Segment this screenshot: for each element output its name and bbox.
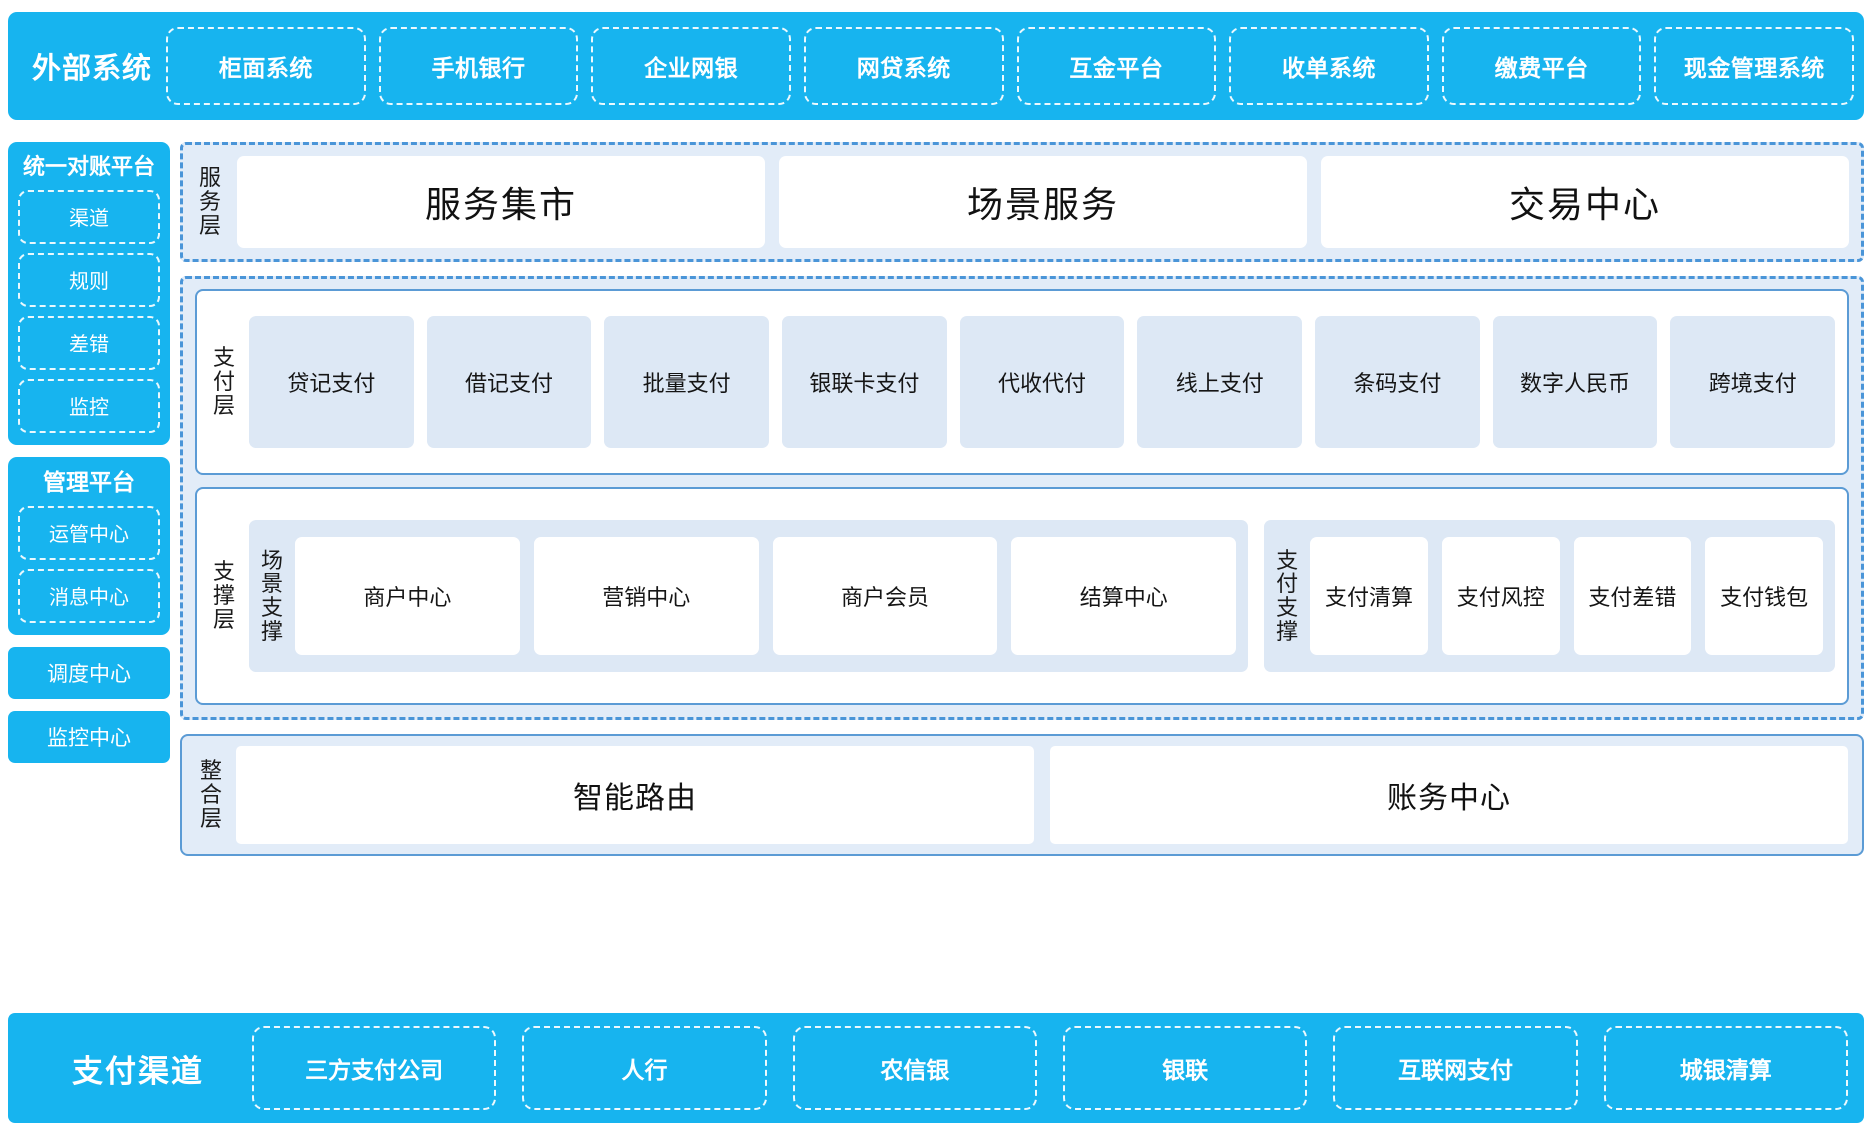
service-layer-list: 服务集市 场景服务 交易中心 — [237, 156, 1849, 248]
external-systems-title: 外部系统 — [31, 53, 152, 85]
payment-item-collection-payment[interactable]: 代收代付 — [959, 316, 1125, 448]
support-item-payment-risk-control[interactable]: 支付风控 — [1441, 537, 1560, 655]
integration-layer-list: 智能路由 账务中心 — [236, 746, 1848, 844]
payment-layer-label-char: 付 — [212, 369, 235, 395]
scenario-support-label-char: 景 — [260, 571, 283, 597]
scheduling-center-block[interactable]: 调度中心 — [8, 646, 170, 699]
payment-item-digital-rmb[interactable]: 数字人民币 — [1492, 316, 1658, 448]
external-system-item[interactable]: 收单系统 — [1229, 27, 1429, 105]
service-item-transaction-center[interactable]: 交易中心 — [1321, 156, 1849, 248]
payment-channels-bar: 支付渠道 三方支付公司 人行 农信银 银联 互联网支付 城银清算 — [8, 1013, 1864, 1123]
integration-layer-label-char: 层 — [199, 805, 222, 831]
integration-item-smart-routing[interactable]: 智能路由 — [236, 746, 1034, 844]
support-item-payment-error[interactable]: 支付差错 — [1573, 537, 1692, 655]
management-item-operations-center[interactable]: 运管中心 — [18, 505, 160, 560]
support-layer-label-char: 撑 — [212, 583, 235, 609]
payment-support-label-char: 撑 — [1276, 618, 1299, 644]
integration-layer-label-char: 整 — [199, 758, 222, 784]
payment-item-barcode[interactable]: 条码支付 — [1315, 316, 1480, 448]
payment-support-label: 支 付 支 撑 — [1272, 547, 1302, 644]
payment-item-cross-border[interactable]: 跨境支付 — [1670, 316, 1836, 448]
reconciliation-platform-panel: 统一对账平台 渠道 规则 差错 监控 — [8, 142, 170, 445]
support-item-marketing-center[interactable]: 营销中心 — [533, 537, 759, 655]
scenario-support-label-char: 场 — [260, 547, 283, 573]
integration-item-accounting-center[interactable]: 账务中心 — [1050, 746, 1848, 844]
scenario-support-group: 场 景 支 撑 商户中心 营销中心 商户会员 结算中心 — [249, 520, 1249, 672]
management-item-message-center[interactable]: 消息中心 — [18, 568, 160, 623]
integration-layer-label: 整 合 层 — [196, 759, 226, 830]
support-layer-label-char: 层 — [212, 606, 235, 632]
payment-layer-label-char: 层 — [212, 392, 235, 418]
integration-layer-panel: 整 合 层 智能路由 账务中心 — [180, 734, 1864, 856]
external-systems-bar: 外部系统 柜面系统 手机银行 企业网银 网贷系统 互金平台 收单系统 缴费平台 … — [8, 12, 1864, 120]
reconciliation-item-channel[interactable]: 渠道 — [18, 189, 160, 244]
external-system-item[interactable]: 手机银行 — [378, 27, 579, 105]
scenario-support-label-char: 撑 — [260, 618, 283, 644]
payment-channels-list: 三方支付公司 人行 农信银 银联 互联网支付 城银清算 — [252, 1026, 1848, 1110]
support-layer-label-char: 支 — [212, 559, 235, 585]
external-system-item[interactable]: 缴费平台 — [1441, 27, 1642, 105]
scenario-support-label-char: 支 — [260, 595, 283, 620]
payment-support-label-char: 支 — [1276, 547, 1299, 573]
reconciliation-item-monitor[interactable]: 监控 — [18, 378, 160, 433]
support-item-settlement-center[interactable]: 结算中心 — [1011, 537, 1237, 655]
payment-channel-item[interactable]: 银联 — [1062, 1026, 1308, 1110]
service-layer-label-char: 服 — [198, 165, 221, 191]
payment-item-credit[interactable]: 贷记支付 — [249, 316, 414, 448]
support-item-payment-wallet[interactable]: 支付钱包 — [1705, 537, 1823, 655]
monitoring-center-block[interactable]: 监控中心 — [8, 710, 170, 763]
external-systems-list: 柜面系统 手机银行 企业网银 网贷系统 互金平台 收单系统 缴费平台 现金管理系… — [166, 27, 1854, 105]
integration-layer-label-char: 合 — [199, 782, 222, 808]
main-architecture-area: 服 务 层 服务集市 场景服务 交易中心 支 付 层 贷记支付 — [180, 142, 1864, 856]
core-layers-container: 支 付 层 贷记支付 借记支付 批量支付 银联卡支付 代收代付 线上支付 条码支… — [180, 276, 1864, 720]
payment-item-online[interactable]: 线上支付 — [1137, 316, 1303, 448]
reconciliation-platform-title: 统一对账平台 — [22, 154, 155, 179]
payment-layer-panel: 支 付 层 贷记支付 借记支付 批量支付 银联卡支付 代收代付 线上支付 条码支… — [195, 289, 1849, 475]
external-system-item[interactable]: 网贷系统 — [803, 27, 1004, 105]
service-layer-label-char: 务 — [198, 189, 221, 215]
payment-channel-item[interactable]: 互联网支付 — [1333, 1026, 1578, 1110]
reconciliation-item-rule[interactable]: 规则 — [18, 252, 160, 307]
payment-item-batch[interactable]: 批量支付 — [604, 316, 770, 448]
payment-support-group: 支 付 支 撑 支付清算 支付风控 支付差错 支付钱包 — [1264, 520, 1835, 672]
payment-support-label-char: 付 — [1276, 571, 1299, 597]
payment-support-list: 支付清算 支付风控 支付差错 支付钱包 — [1310, 537, 1823, 655]
support-layer-panel: 支 撑 层 场 景 支 撑 商户中心 营销中心 — [195, 487, 1849, 705]
management-platform-panel: 管理平台 运管中心 消息中心 — [8, 456, 170, 635]
payment-item-debit[interactable]: 借记支付 — [426, 316, 592, 448]
support-item-merchant-member[interactable]: 商户会员 — [772, 537, 998, 655]
payment-layer-label: 支 付 层 — [209, 346, 239, 417]
payment-support-label-char: 支 — [1276, 595, 1299, 620]
external-system-item[interactable]: 企业网银 — [591, 27, 791, 105]
payment-channels-title: 支付渠道 — [72, 1053, 204, 1089]
payment-channel-item[interactable]: 农信银 — [792, 1026, 1037, 1110]
service-layer-label-char: 层 — [198, 212, 221, 238]
support-layer-groups: 场 景 支 撑 商户中心 营销中心 商户会员 结算中心 — [249, 520, 1835, 672]
payment-layer-label-char: 支 — [212, 345, 235, 371]
external-system-item[interactable]: 互金平台 — [1016, 27, 1217, 105]
reconciliation-item-error[interactable]: 差错 — [18, 315, 160, 370]
service-item-scenario[interactable]: 场景服务 — [779, 156, 1307, 248]
support-item-merchant-center[interactable]: 商户中心 — [295, 537, 520, 655]
external-system-item[interactable]: 柜面系统 — [166, 27, 366, 105]
payment-item-unionpay-card[interactable]: 银联卡支付 — [782, 316, 947, 448]
payment-channel-item[interactable]: 人行 — [522, 1026, 767, 1110]
scenario-support-list: 商户中心 营销中心 商户会员 结算中心 — [295, 537, 1237, 655]
payment-channel-item[interactable]: 三方支付公司 — [252, 1026, 497, 1110]
service-layer-container: 服 务 层 服务集市 场景服务 交易中心 — [180, 142, 1864, 262]
support-layer-label: 支 撑 层 — [209, 560, 239, 631]
payment-channel-item[interactable]: 城银清算 — [1603, 1026, 1848, 1110]
payment-layer-list: 贷记支付 借记支付 批量支付 银联卡支付 代收代付 线上支付 条码支付 数字人民… — [249, 316, 1836, 448]
left-sidebar: 统一对账平台 渠道 规则 差错 监控 管理平台 运管中心 消息中心 调度中心 监… — [8, 142, 170, 775]
service-layer-label: 服 务 层 — [195, 166, 225, 237]
management-platform-title: 管理平台 — [43, 468, 135, 495]
external-system-item[interactable]: 现金管理系统 — [1654, 27, 1854, 105]
support-item-payment-clearing[interactable]: 支付清算 — [1310, 537, 1428, 655]
scenario-support-label: 场 景 支 撑 — [257, 547, 287, 644]
service-item-market[interactable]: 服务集市 — [237, 156, 765, 248]
